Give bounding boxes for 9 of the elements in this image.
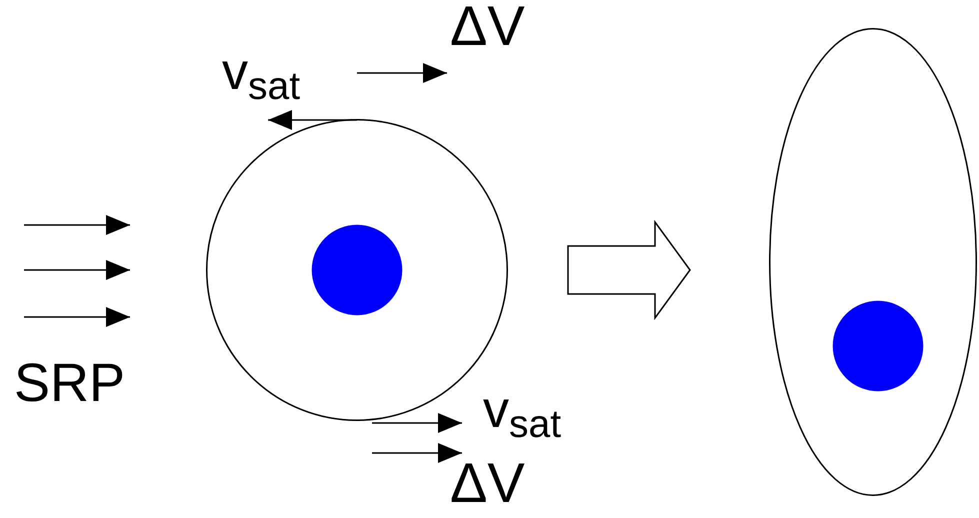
orbit-ellipse: [769, 28, 977, 496]
label-text: ΔV: [450, 0, 525, 54]
label-text: v$_{sat}$: [222, 46, 300, 98]
label-text: v$_{sat}$: [483, 384, 562, 436]
block-arrow: [567, 220, 691, 320]
planet-disc: [832, 300, 924, 392]
label-text: SRP: [14, 356, 126, 410]
label-text: ΔV: [450, 455, 525, 511]
planet-disc: [311, 224, 403, 316]
